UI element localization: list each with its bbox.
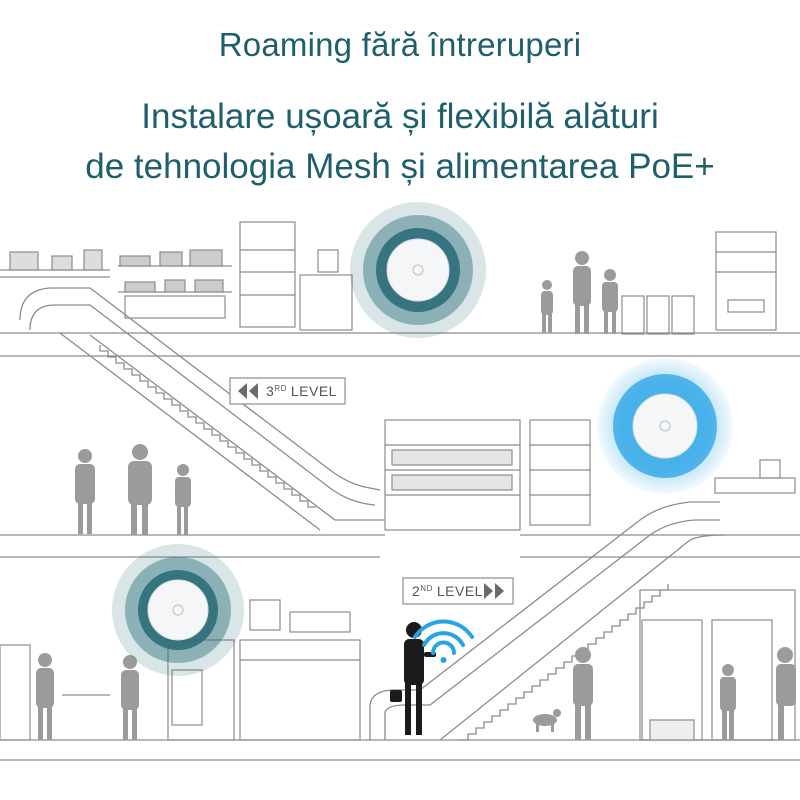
double-chevron-left-icon bbox=[238, 383, 258, 399]
ceiling-access-point-icon bbox=[386, 238, 450, 302]
person-silhouette bbox=[602, 269, 618, 334]
escalator-lower bbox=[369, 501, 726, 741]
floor-structure bbox=[0, 269, 800, 761]
access-point-bottom bbox=[112, 544, 244, 676]
person-silhouette bbox=[175, 464, 191, 535]
person-silhouette bbox=[541, 280, 553, 333]
person-silhouette bbox=[75, 449, 95, 534]
middle-floor-shops bbox=[384, 419, 796, 531]
person-silhouette bbox=[128, 444, 152, 535]
headline-subtitle-line-2: de tehnologia Mesh și alimentarea PoE+ bbox=[85, 147, 715, 186]
escalator-upper bbox=[19, 287, 385, 531]
bottom-floor-shops bbox=[0, 589, 796, 741]
headline-title: Roaming fără întreruperi bbox=[218, 26, 582, 63]
people-silhouettes bbox=[36, 251, 796, 740]
access-point-middle bbox=[597, 358, 733, 494]
headline-subtitle: Instalare ușoară și flexibilă alături de… bbox=[0, 92, 800, 192]
wifi-signal-icon bbox=[413, 619, 474, 663]
top-floor-shops bbox=[9, 221, 777, 335]
ceiling-access-point-icon bbox=[147, 579, 209, 641]
person-silhouette bbox=[36, 653, 54, 740]
businessman-silhouette bbox=[390, 622, 436, 735]
person-silhouette bbox=[573, 647, 593, 740]
dog-silhouette bbox=[533, 709, 561, 732]
person-silhouette bbox=[776, 647, 796, 740]
person-silhouette bbox=[573, 251, 591, 334]
double-chevron-right-icon bbox=[484, 583, 504, 599]
ceiling-access-point-icon bbox=[632, 393, 698, 459]
headline-subtitle-line-1: Instalare ușoară și flexibilă alături bbox=[141, 97, 659, 136]
person-silhouette bbox=[121, 655, 139, 740]
person-silhouette bbox=[720, 664, 736, 740]
access-point-top bbox=[350, 202, 486, 338]
